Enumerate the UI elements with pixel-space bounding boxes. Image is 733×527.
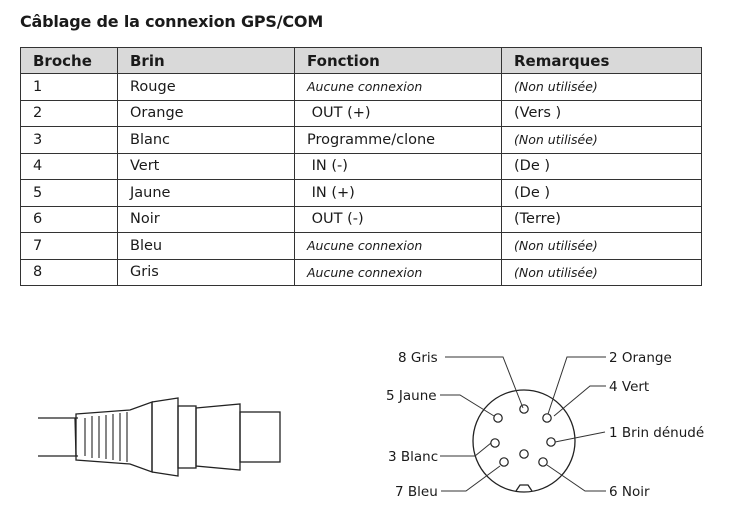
leader-lines: [440, 356, 606, 492]
cell-remarques: (De ): [501, 152, 702, 180]
label-pin1: 1 Brin dénudé: [609, 425, 704, 441]
cell-fonction: Aucune connexion: [294, 258, 502, 286]
label-pin2: 2 Orange: [609, 350, 672, 366]
header-broche: Broche: [20, 47, 118, 74]
cell-brin: Jaune: [117, 179, 295, 207]
cell-fonction: IN (-): [294, 152, 502, 180]
pin-labels: 8 Gris 2 Orange 4 Vert 5 Jaune 1 Brin dé…: [386, 350, 704, 500]
cell-brin: Bleu: [117, 232, 295, 260]
label-pin4: 4 Vert: [609, 379, 649, 395]
cell-remarques: (Non utilisée): [501, 258, 702, 286]
round-connector-face: [472, 389, 576, 493]
cell-remarques: (Non utilisée): [501, 232, 702, 260]
cell-fonction: Aucune connexion: [294, 73, 502, 101]
label-pin5: 5 Jaune: [386, 388, 437, 404]
cell-brin: Vert: [117, 152, 295, 180]
label-pin8: 8 Gris: [398, 350, 438, 366]
cell-remarques: (De ): [501, 179, 702, 207]
cell-brin: Blanc: [117, 126, 295, 154]
cell-fonction: IN (+): [294, 179, 502, 207]
cell-brin: Rouge: [117, 73, 295, 101]
cell-broche: 4: [20, 152, 118, 180]
header-remarques: Remarques: [501, 47, 702, 74]
cell-broche: 6: [20, 205, 118, 233]
cell-broche: 1: [20, 73, 118, 101]
page-title: Câblage de la connexion GPS/COM: [20, 12, 324, 31]
cell-broche: 3: [20, 126, 118, 154]
label-pin3: 3 Blanc: [388, 449, 438, 465]
cell-broche: 7: [20, 232, 118, 260]
cell-fonction: OUT (-): [294, 205, 502, 233]
cell-remarques: (Non utilisée): [501, 73, 702, 101]
table-header-row: Broche Brin Fonction Remarques: [20, 47, 702, 74]
header-fonction: Fonction: [294, 47, 502, 74]
cable-plug-illustration: [38, 397, 281, 477]
label-pin6: 6 Noir: [609, 484, 650, 500]
connector-pins: [490, 404, 556, 467]
cable-ribs: [84, 412, 128, 462]
cell-fonction: Aucune connexion: [294, 232, 502, 260]
cell-remarques: (Vers ): [501, 99, 702, 127]
cell-broche: 2: [20, 99, 118, 127]
label-pin7: 7 Bleu: [395, 484, 438, 500]
header-brin: Brin: [117, 47, 295, 74]
cell-fonction: OUT (+): [294, 99, 502, 127]
cell-remarques: (Non utilisée): [501, 126, 702, 154]
cell-fonction: Programme/clone: [294, 126, 502, 154]
cell-brin: Noir: [117, 205, 295, 233]
cell-broche: 5: [20, 179, 118, 207]
cell-brin: Orange: [117, 99, 295, 127]
cell-broche: 8: [20, 258, 118, 286]
cell-remarques: (Terre): [501, 205, 702, 233]
cell-brin: Gris: [117, 258, 295, 286]
